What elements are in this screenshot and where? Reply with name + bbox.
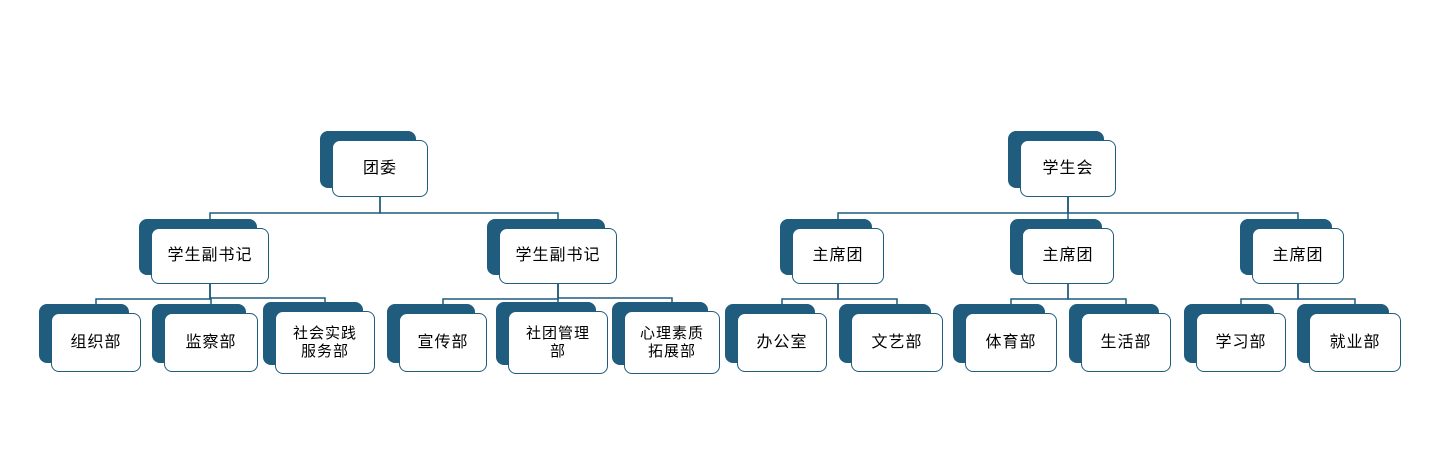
- org-node-student-union: 学生会: [1008, 131, 1116, 197]
- org-node-arts-dept: 文艺部: [839, 304, 943, 372]
- org-node-sports-dept: 体育部: [953, 304, 1057, 372]
- node-box: 组织部: [51, 313, 141, 372]
- org-node-organization-dept: 组织部: [39, 304, 141, 372]
- node-box: 学生副书记: [151, 228, 269, 284]
- node-box: 学生会: [1020, 140, 1116, 197]
- node-label: 组织部: [70, 333, 122, 351]
- org-node-club-management-dept: 社团管理 部: [496, 302, 608, 374]
- node-box: 生活部: [1081, 313, 1171, 372]
- node-box: 学生副书记: [499, 228, 617, 284]
- node-label: 就业部: [1329, 333, 1381, 351]
- org-node-life-dept: 生活部: [1069, 304, 1171, 372]
- org-node-social-practice-service-dept: 社会实践 服务部: [263, 302, 375, 374]
- node-label: 主席团: [1042, 247, 1094, 264]
- org-node-publicity-dept: 宣传部: [387, 304, 487, 372]
- node-label: 办公室: [756, 333, 808, 351]
- node-label: 监察部: [185, 333, 237, 351]
- node-box: 主席团: [792, 228, 884, 284]
- node-box: 监察部: [164, 313, 258, 372]
- node-label: 学习部: [1215, 333, 1267, 351]
- node-label: 社会实践 服务部: [292, 324, 357, 360]
- org-node-league-committee: 团委: [320, 131, 428, 197]
- org-node-deputy-secretary-right: 学生副书记: [487, 219, 617, 284]
- org-node-presidium-1: 主席团: [780, 219, 884, 284]
- node-label: 学生副书记: [167, 247, 253, 264]
- node-label: 宣传部: [417, 333, 469, 351]
- org-node-presidium-2: 主席团: [1010, 219, 1114, 284]
- node-label: 体育部: [985, 333, 1037, 351]
- node-label: 主席团: [812, 247, 864, 264]
- org-node-supervision-dept: 监察部: [152, 304, 258, 372]
- node-box: 主席团: [1252, 228, 1344, 284]
- node-box: 就业部: [1309, 313, 1401, 372]
- node-label: 主席团: [1272, 247, 1324, 264]
- node-box: 办公室: [737, 313, 827, 372]
- node-box: 文艺部: [851, 313, 943, 372]
- node-label: 文艺部: [871, 333, 923, 351]
- node-box: 体育部: [965, 313, 1057, 372]
- node-box: 宣传部: [399, 313, 487, 372]
- node-box: 社会实践 服务部: [275, 311, 375, 374]
- node-box: 主席团: [1022, 228, 1114, 284]
- org-node-psychological-development-dept: 心理素质 拓展部: [612, 302, 720, 374]
- node-label: 社团管理 部: [525, 324, 590, 360]
- node-label: 学生会: [1042, 159, 1094, 177]
- node-box: 心理素质 拓展部: [624, 311, 720, 374]
- org-node-employment-dept: 就业部: [1297, 304, 1401, 372]
- org-node-presidium-3: 主席团: [1240, 219, 1344, 284]
- node-box: 学习部: [1196, 313, 1286, 372]
- org-node-office: 办公室: [725, 304, 827, 372]
- node-label: 生活部: [1100, 333, 1152, 351]
- node-box: 团委: [332, 140, 428, 197]
- org-node-study-dept: 学习部: [1184, 304, 1286, 372]
- node-label: 心理素质 拓展部: [639, 324, 704, 360]
- node-box: 社团管理 部: [508, 311, 608, 374]
- node-label: 学生副书记: [515, 247, 601, 264]
- org-node-deputy-secretary-left: 学生副书记: [139, 219, 269, 284]
- node-label: 团委: [362, 159, 397, 177]
